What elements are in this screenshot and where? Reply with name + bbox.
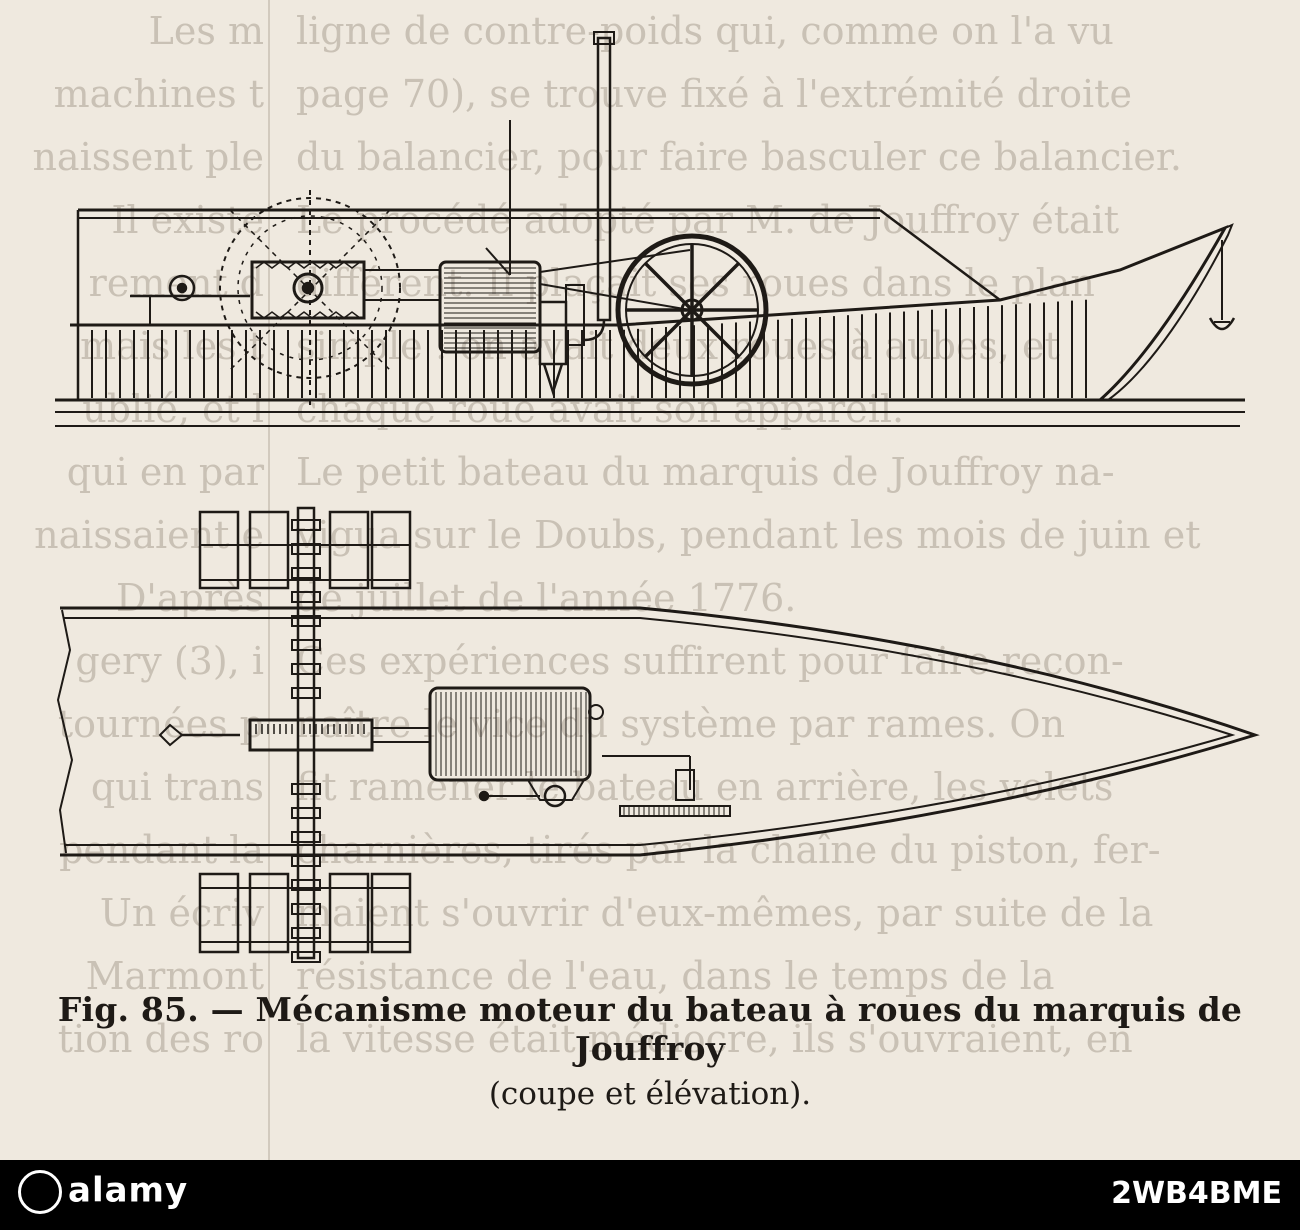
bleed-line-left: mais les t <box>80 324 264 368</box>
bleed-line-left: Un écriv <box>99 891 264 935</box>
engraving-illustration <box>55 31 1260 963</box>
bleed-line-left: Marmont <box>85 954 264 998</box>
bleed-line-left: gery (3), i <box>75 639 264 683</box>
stock-banner: alamy 2WB4BME <box>0 1160 1300 1230</box>
caption-subtitle: (coupe et élévation). <box>488 1076 812 1112</box>
bleed-line-left: Les m <box>148 9 264 53</box>
bleed-line-right: du balancier, pour faire basculer ce bal… <box>296 135 1182 179</box>
bleed-line-right: vigua sur le Doubs, pendant les mois de … <box>296 513 1201 557</box>
bleed-line-right: chaque roue avait son appareil. <box>296 387 905 431</box>
bleed-through-right-column: ligne de contre-poids qui, comme on l'a … <box>290 0 1300 1160</box>
bleed-line-right: différent. Il plaçait ses roues dans le … <box>296 261 1095 305</box>
caption-title: Mécanisme moteur du bateau à roues du ma… <box>255 990 1243 1068</box>
bleed-line-right: résistance de l'eau, dans le temps de la <box>296 954 1055 998</box>
bleed-line-right: Le petit bateau du marquis de Jouffroy n… <box>296 450 1115 494</box>
bleed-line-left: ublié, et l <box>82 387 264 431</box>
bleed-line-right: fit ramener le bateau en arrière, les vo… <box>296 765 1114 809</box>
bleed-line-right: maient s'ouvrir d'eux-mêmes, par suite d… <box>296 891 1154 935</box>
bleed-line-left: tion des ro <box>57 1017 264 1061</box>
figure-caption: Fig. 85. — Mécanisme moteur du bateau à … <box>0 990 1300 1112</box>
bleed-line-right: Le procédé adopté par M. de Jouffroy éta… <box>296 198 1120 242</box>
figure-number: Fig. 85. <box>57 990 199 1029</box>
bleed-line-left: tournées p <box>57 702 264 746</box>
bleed-line-right: naître le vice du système par rames. On <box>296 702 1066 746</box>
bleed-line-left: qui en par <box>66 450 264 494</box>
caption-dash: — <box>210 990 244 1029</box>
plan-view <box>56 506 1260 963</box>
bleed-line-left: D'après <box>115 576 264 620</box>
bleed-line-left: machines t <box>53 72 264 116</box>
image-code: 2WB4BME <box>1111 1176 1282 1211</box>
bleed-line-left: qui trans <box>90 765 264 809</box>
caption-title-line: Fig. 85. — Mécanisme moteur du bateau à … <box>0 990 1300 1068</box>
bleed-line-left: Il existe <box>111 198 264 242</box>
bleed-line-right: ligne de contre-poids qui, comme on l'a … <box>296 9 1114 53</box>
bleed-line-left: pendant la <box>59 828 264 872</box>
alamy-logo-icon <box>18 1170 62 1214</box>
alamy-logo: alamy <box>18 1170 188 1214</box>
bleed-line-left: naissaient e <box>34 513 264 557</box>
bleed-line-right: la vitesse était médiocre, ils s'ouvraie… <box>296 1017 1133 1061</box>
bleed-line-right: de juillet de l'année 1776. <box>296 576 797 620</box>
bleed-line-left: naissent ple <box>32 135 264 179</box>
side-elevation-view <box>55 31 1245 427</box>
bleed-line-right: page 70), se trouve fixé à l'extrémité d… <box>296 72 1132 116</box>
